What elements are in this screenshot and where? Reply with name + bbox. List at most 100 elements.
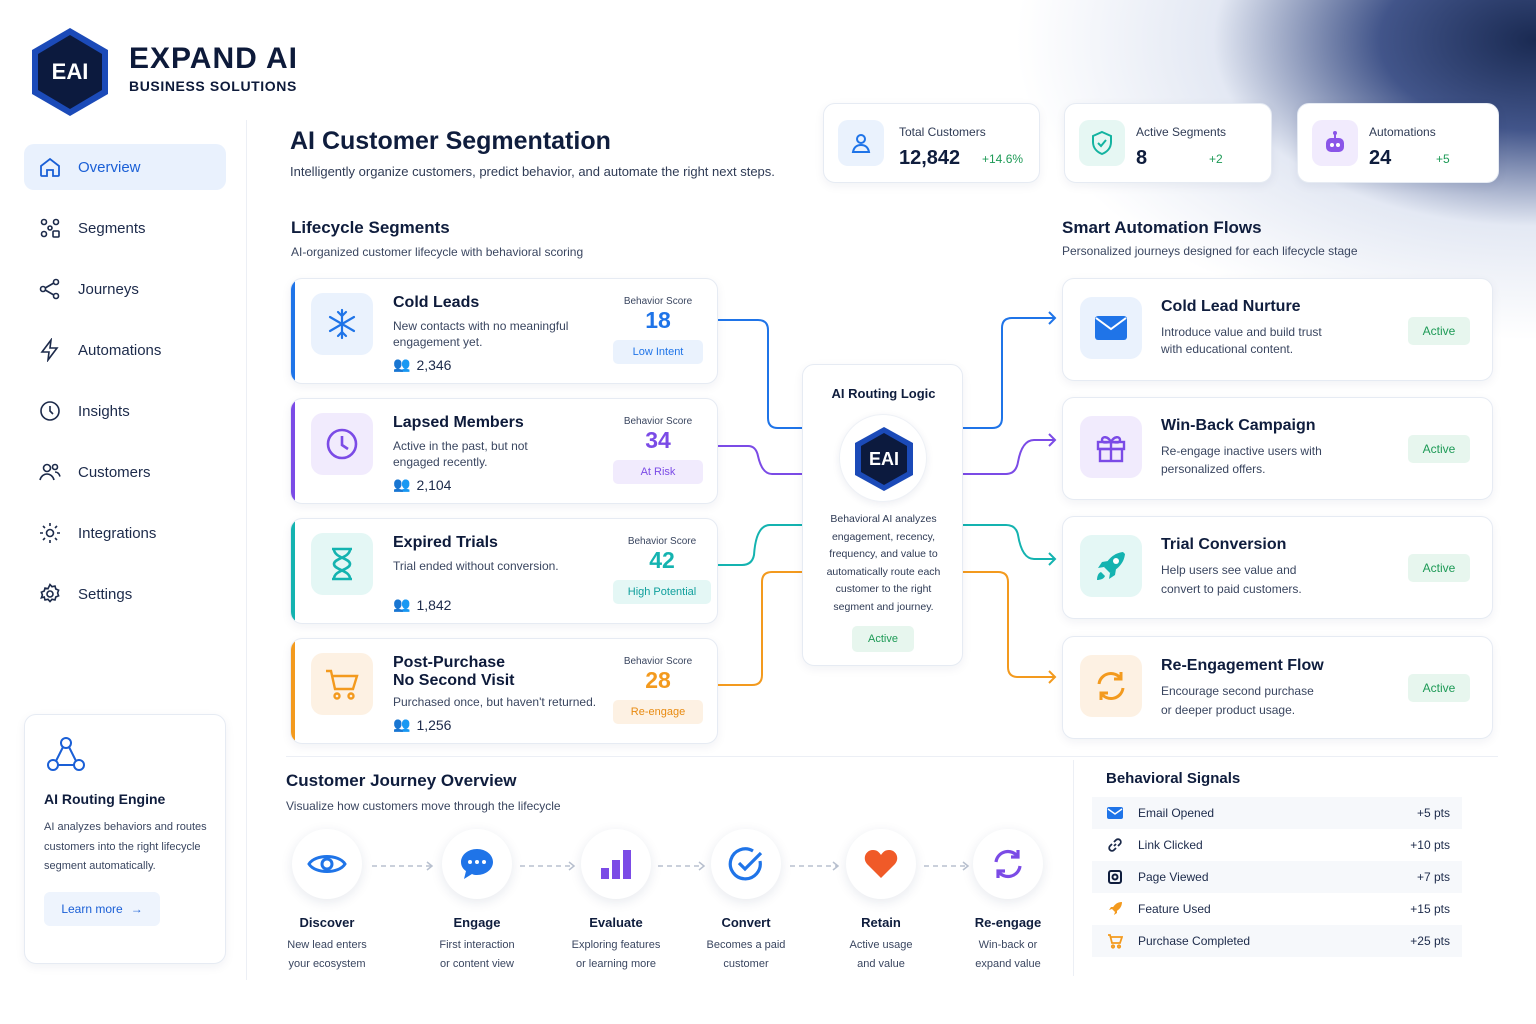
segment-title: Cold Leads — [393, 294, 480, 311]
stage-title: Retain — [861, 915, 901, 930]
stat-card-active-segments: Active Segments 8 +2 — [1064, 103, 1272, 183]
signal-row: Page Viewed +7 pts — [1092, 861, 1462, 893]
stat-label: Automations — [1369, 125, 1436, 139]
flow-title: Re-Engagement Flow — [1161, 657, 1324, 674]
gear-icon — [40, 583, 60, 603]
sidebar-item-insights[interactable]: Insights — [24, 388, 226, 434]
flow-desc-line2: personalized offers. — [1161, 462, 1266, 476]
integrations-icon — [40, 523, 60, 543]
page-subtitle: Intelligently organize customers, predic… — [290, 164, 775, 179]
score-label: Behavior Score — [627, 536, 697, 547]
heart-icon — [846, 829, 916, 899]
sidebar-divider — [246, 120, 247, 980]
flow-card-re-engagement-flow[interactable]: Re-Engagement Flow Encourage second purc… — [1062, 636, 1493, 739]
sidebar-item-label: Overview — [78, 158, 141, 176]
routing-logo: EAI — [839, 414, 927, 502]
sidebar-item-journeys[interactable]: Journeys — [24, 266, 226, 312]
journey-subtitle: Visualize how customers move through the… — [286, 799, 561, 813]
segment-card-lapsed-members[interactable]: Lapsed Members Active in the past, but n… — [290, 398, 718, 504]
sidebar-item-label: Settings — [78, 585, 133, 603]
envelope-icon — [1080, 297, 1142, 359]
clock-icon — [40, 401, 60, 421]
segment-card-expired-trials[interactable]: Expired Trials Trial ended without conve… — [290, 518, 718, 624]
lifecycle-subtitle: AI-organized customer lifecycle with beh… — [291, 245, 584, 259]
flow-status-badge: Active — [1408, 317, 1470, 345]
sidebar-item-label: Insights — [78, 402, 130, 420]
sidebar-nav: Overview Segments Journeys Automations I… — [24, 144, 226, 617]
bar-chart-icon — [581, 829, 651, 899]
stage-title: Convert — [721, 915, 771, 930]
sidebar-item-label: Journeys — [78, 280, 139, 298]
sidebar-item-segments[interactable]: Segments — [24, 205, 226, 251]
stage-title: Engage — [453, 915, 501, 930]
flow-card-cold-lead-nurture[interactable]: Cold Lead Nurture Introduce value and bu… — [1062, 278, 1493, 381]
users-icon — [39, 463, 61, 481]
segment-card-cold-leads[interactable]: Cold Leads New contacts with no meaningf… — [290, 278, 718, 384]
signal-points: +5 pts — [1416, 806, 1450, 820]
section-divider-vertical — [1073, 760, 1074, 976]
arrow-right-icon: → — [130, 902, 143, 916]
flow-card-win-back-campaign[interactable]: Win-Back Campaign Re-engage inactive use… — [1062, 397, 1493, 500]
signals-title: Behavioral Signals — [1106, 770, 1241, 787]
rocket-icon — [1080, 535, 1142, 597]
stage-title: Re-engage — [974, 915, 1042, 930]
score-value: 28 — [645, 667, 671, 693]
sidebar-item-label: Segments — [78, 219, 146, 237]
sidebar-item-automations[interactable]: Automations — [24, 327, 226, 373]
segment-title: Lapsed Members — [393, 414, 524, 431]
sidebar-item-label: Integrations — [78, 524, 157, 542]
engine-title: AI Routing Engine — [44, 791, 166, 807]
shield-icon — [1079, 120, 1125, 166]
home-icon — [40, 157, 60, 177]
engine-card: AI Routing Engine AI analyzes behaviors … — [24, 714, 226, 964]
page-title: AI Customer Segmentation — [290, 127, 611, 155]
learn-more-button[interactable]: Learn more → — [44, 892, 160, 926]
section-divider — [286, 756, 1498, 757]
sidebar-item-integrations[interactable]: Integrations — [24, 510, 226, 556]
segment-accent — [291, 639, 295, 743]
sidebar-item-settings[interactable]: Settings — [24, 571, 226, 617]
segment-card-post-purchase[interactable]: Post-Purchase No Second Visit Purchased … — [290, 638, 718, 744]
robot-icon — [1312, 120, 1358, 166]
sidebar-item-customers[interactable]: Customers — [24, 449, 226, 495]
brand-tagline: BUSINESS SOLUTIONS — [129, 78, 297, 94]
signal-label: Purchase Completed — [1138, 934, 1251, 948]
routing-desc: Behavioral AI analyzes engagement, recen… — [826, 513, 941, 613]
stat-label: Active Segments — [1136, 125, 1227, 139]
segment-count: 1,256 — [416, 716, 452, 733]
user-icon — [838, 120, 884, 166]
flow-desc: Introduce value and build trust — [1161, 325, 1322, 339]
segment-desc: Active in the past, but not engaged rece… — [393, 439, 528, 469]
flow-status-badge: Active — [1408, 554, 1470, 582]
flow-card-trial-conversion[interactable]: Trial Conversion Help users see value an… — [1062, 516, 1493, 619]
stat-label: Total Customers — [899, 125, 986, 139]
chat-icon — [442, 829, 512, 899]
journey-title: Customer Journey Overview — [286, 771, 517, 790]
flow-desc: Re-engage inactive users with — [1161, 444, 1322, 458]
flow-desc-line2: with educational content. — [1161, 342, 1294, 356]
signal-label: Link Clicked — [1138, 838, 1203, 852]
signal-row: Purchase Completed +25 pts — [1092, 925, 1462, 957]
stage-title: Discover — [299, 915, 355, 930]
score-label: Behavior Score — [623, 296, 693, 307]
stat-delta: +5 — [1436, 152, 1450, 166]
flows-subtitle: Personalized journeys designed for each … — [1062, 244, 1358, 258]
engine-desc: AI analyzes behaviors and routes custome… — [44, 821, 207, 872]
sidebar-item-overview[interactable]: Overview — [24, 144, 226, 190]
routing-logic-card: AI Routing Logic EAI Behavioral AI analy… — [802, 364, 963, 666]
segment-count: 2,346 — [416, 356, 452, 373]
brand-logo: EAI — [28, 26, 112, 118]
cart-icon — [1092, 933, 1138, 949]
users-icon: 👥 — [393, 476, 411, 492]
